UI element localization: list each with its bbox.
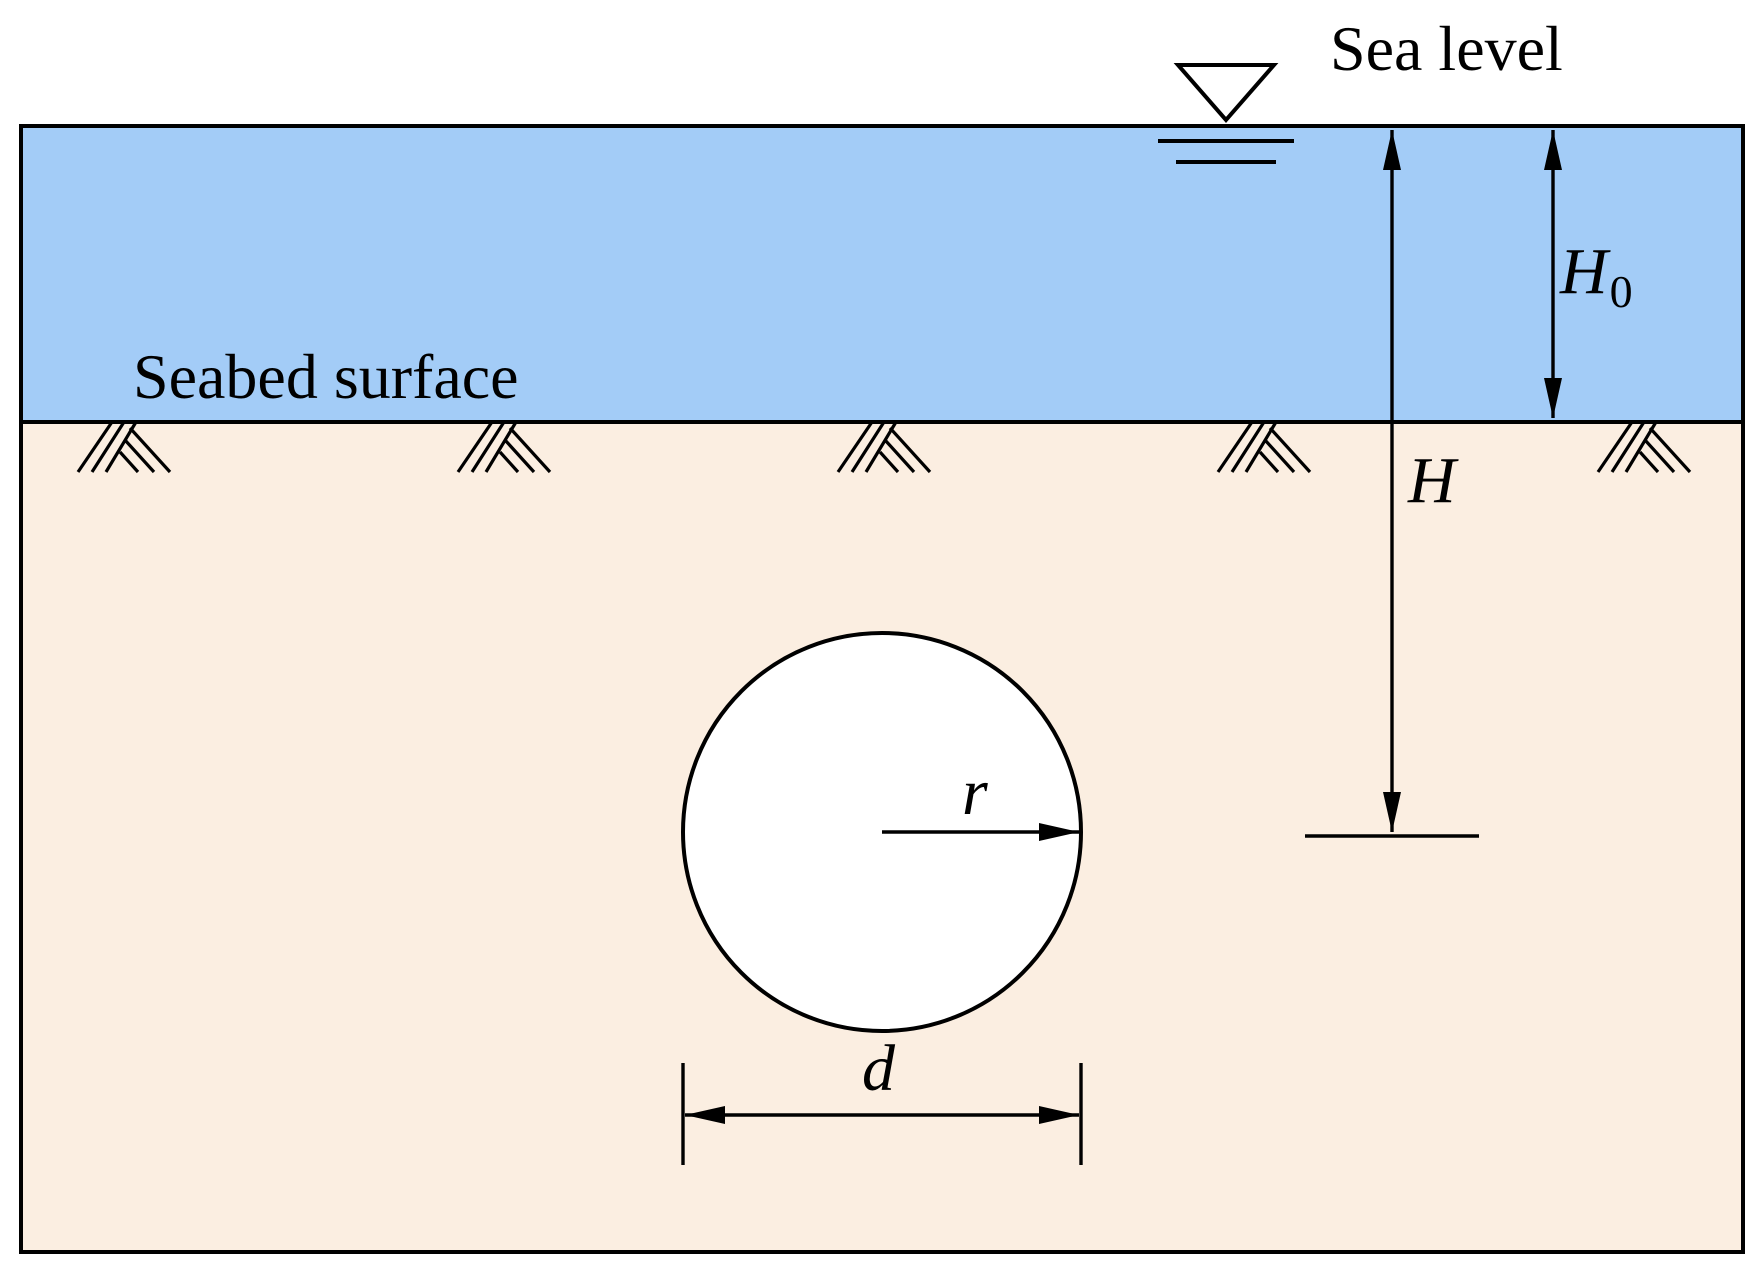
domain-boundary [19,124,1745,1254]
ground-hatch-icon [1596,421,1692,474]
burial-depth-label: H [1407,444,1459,517]
water-depth-label: H0 [1559,235,1633,317]
sea-level-label: Sea level [1330,13,1563,84]
ground-hatch-icon [456,421,552,474]
inverted-triangle-water-level-icon [1158,63,1294,164]
ground-hatch-icon [1216,421,1312,474]
seabed-surface-label: Seabed surface [133,341,519,412]
ground-hatch-icon [836,421,932,474]
ground-hatch-icon [76,421,172,474]
ground-hatch-group [76,421,1692,474]
diameter-label: d [862,1032,896,1105]
water-layer [21,126,1743,422]
radius-label: r [962,756,988,829]
